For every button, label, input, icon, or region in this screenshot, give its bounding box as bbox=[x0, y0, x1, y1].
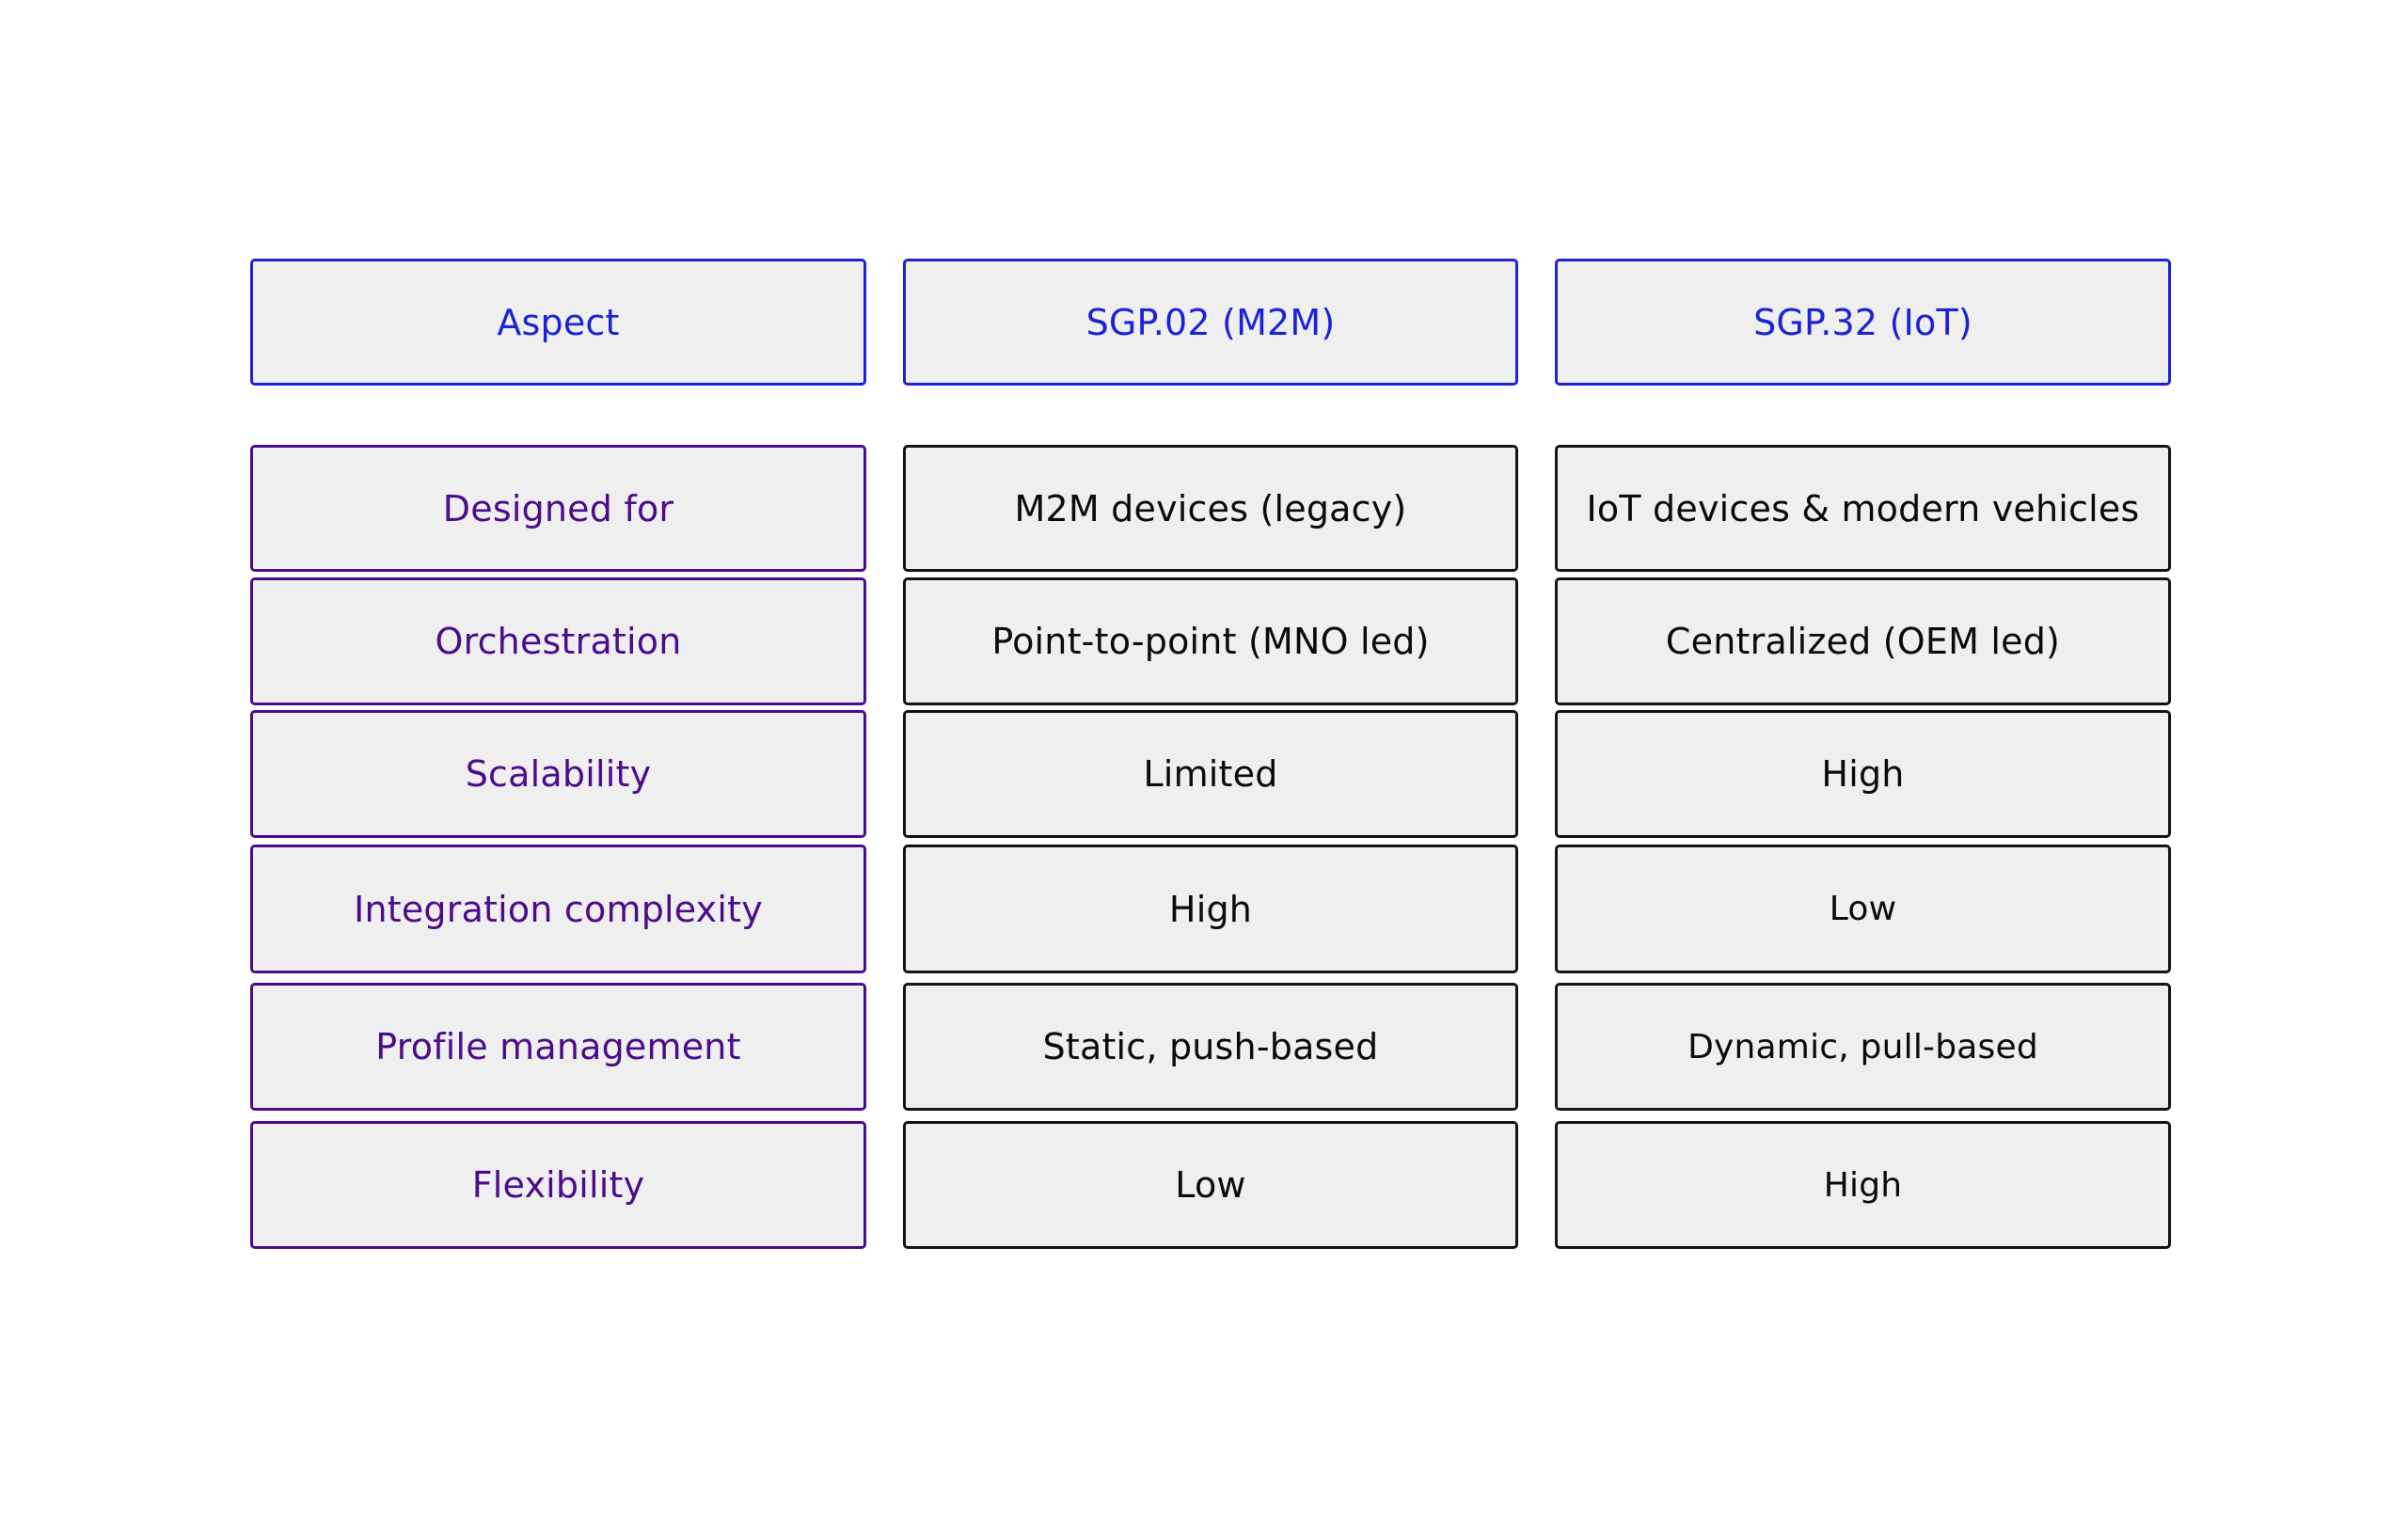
header-sgp32-label: SGP.32 (IoT) bbox=[1753, 301, 1972, 343]
sgp02-profile-management: Static, push-based bbox=[903, 983, 1518, 1111]
sgp02-designed-for: M2M devices (legacy) bbox=[903, 445, 1518, 572]
aspect-integration-complexity: Integration complexity bbox=[250, 845, 866, 973]
sgp32-designed-for: IoT devices & modern vehicles bbox=[1555, 445, 2171, 572]
aspect-label: Scalability bbox=[465, 753, 652, 795]
aspect-label: Flexibility bbox=[471, 1164, 645, 1206]
aspect-scalability: Scalability bbox=[250, 710, 866, 838]
header-sgp02: SGP.02 (M2M) bbox=[903, 259, 1518, 386]
value-label: Static, push-based bbox=[1042, 1026, 1379, 1067]
sgp02-flexibility: Low bbox=[903, 1121, 1518, 1249]
sgp02-orchestration: Point-to-point (MNO led) bbox=[903, 577, 1518, 705]
value-label: High bbox=[1168, 888, 1253, 930]
aspect-label: Integration complexity bbox=[354, 888, 763, 930]
sgp02-integration-complexity: High bbox=[903, 845, 1518, 973]
aspect-label: Orchestration bbox=[435, 621, 682, 662]
sgp32-orchestration: Centralized (OEM led) bbox=[1555, 577, 2171, 705]
aspect-designed-for: Designed for bbox=[250, 445, 866, 572]
value-label: Dynamic, pull-based bbox=[1687, 1027, 2038, 1066]
sgp32-integration-complexity: Low bbox=[1555, 845, 2171, 973]
header-sgp02-label: SGP.02 (M2M) bbox=[1085, 301, 1336, 343]
value-label: Point-to-point (MNO led) bbox=[991, 621, 1430, 662]
header-sgp32: SGP.32 (IoT) bbox=[1555, 259, 2171, 386]
aspect-flexibility: Flexibility bbox=[250, 1121, 866, 1249]
value-label: Low bbox=[1175, 1164, 1246, 1206]
aspect-label: Profile management bbox=[375, 1026, 741, 1067]
aspect-label: Designed for bbox=[442, 487, 674, 529]
value-label: Centralized (OEM led) bbox=[1665, 621, 2061, 662]
aspect-orchestration: Orchestration bbox=[250, 577, 866, 705]
header-aspect-label: Aspect bbox=[497, 301, 620, 343]
value-label: Limited bbox=[1143, 753, 1278, 795]
sgp32-flexibility: High bbox=[1555, 1121, 2171, 1249]
sgp02-scalability: Limited bbox=[903, 710, 1518, 838]
value-label: High bbox=[1823, 1165, 1903, 1205]
sgp32-profile-management: Dynamic, pull-based bbox=[1555, 983, 2171, 1111]
sgp32-scalability: High bbox=[1555, 710, 2171, 838]
value-label: Low bbox=[1829, 890, 1897, 928]
header-aspect: Aspect bbox=[250, 259, 866, 386]
value-label: High bbox=[1821, 753, 1905, 795]
value-label: M2M devices (legacy) bbox=[1014, 487, 1407, 529]
aspect-profile-management: Profile management bbox=[250, 983, 866, 1111]
value-label: IoT devices & modern vehicles bbox=[1586, 487, 2140, 529]
